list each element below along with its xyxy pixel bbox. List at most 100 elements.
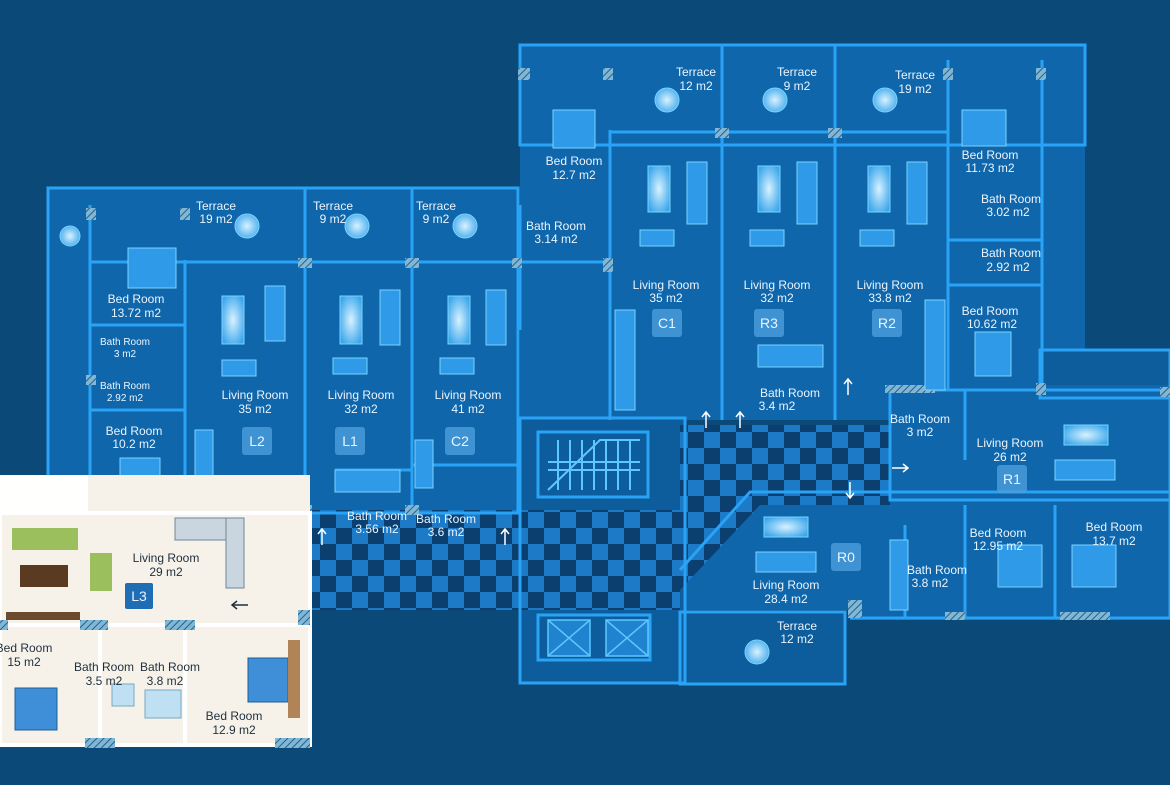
- room-area: 19 m2: [199, 212, 233, 226]
- pillar: [715, 128, 729, 138]
- room-name: Living Room: [753, 578, 820, 592]
- table-chairs-icon: [654, 87, 680, 113]
- room-name: Bed Room: [1086, 520, 1143, 534]
- room-name: Bed Room: [106, 424, 163, 438]
- table-chairs-icon: [872, 87, 898, 113]
- wall-top-right-outline: [518, 43, 1087, 147]
- bed-icon: [997, 544, 1043, 588]
- door-arrow-icon: [230, 600, 248, 610]
- room-area: 9 m2: [320, 212, 347, 226]
- room-name: Living Room: [977, 436, 1044, 450]
- room-name: Bath Room: [907, 563, 967, 577]
- table-icon: [339, 295, 363, 345]
- room-name: Bed Room: [962, 148, 1019, 162]
- table-chairs-icon: [234, 213, 260, 239]
- table-icon: [867, 165, 891, 213]
- room-tag-box: [997, 465, 1027, 493]
- room-name: Bed Room: [962, 304, 1019, 318]
- l3-pillar: [298, 610, 310, 625]
- room-tag-box: [831, 543, 861, 571]
- kitchen-counter: [414, 439, 434, 489]
- wardrobe-icon: [288, 640, 300, 718]
- sofa-icon: [332, 357, 368, 375]
- room-name: Bed Room: [546, 154, 603, 168]
- room-area: 15 m2: [7, 655, 41, 669]
- door-arrow-icon: [845, 482, 855, 500]
- room-area: 35 m2: [238, 402, 272, 416]
- room-name: Bath Room: [416, 512, 476, 526]
- room-tag-box: [445, 427, 475, 455]
- wall-core: [518, 416, 687, 685]
- room-area: 35 m2: [649, 291, 683, 305]
- room-area: 3.8 m2: [912, 576, 949, 590]
- room-area: 10.2 m2: [112, 437, 156, 451]
- room-name: Bath Room: [100, 337, 150, 348]
- sofa-icon: [221, 359, 257, 377]
- room-area: 9 m2: [423, 212, 450, 226]
- sofa-icon: [906, 161, 928, 225]
- room-area: 3.6 m2: [428, 525, 465, 539]
- stair-icon: [547, 439, 640, 491]
- bed-icon: [14, 687, 58, 731]
- pillar: [828, 128, 842, 138]
- room-name: Terrace: [313, 199, 353, 213]
- pillar: [86, 375, 96, 385]
- unit-tag-c2: C2: [451, 433, 469, 449]
- room-name: Bath Room: [981, 192, 1041, 206]
- sofa-icon: [755, 551, 817, 573]
- room-name: Living Room: [744, 278, 811, 292]
- room-name: Terrace: [196, 199, 236, 213]
- table-chairs-icon: [344, 213, 370, 239]
- floor-r1: [890, 385, 1170, 500]
- room-name: Bed Room: [0, 641, 52, 655]
- l3-outline: [0, 511, 312, 747]
- pillar: [405, 258, 419, 268]
- door-arrow-icon: [892, 463, 910, 473]
- room-tag-box: [125, 583, 153, 609]
- door-arrow-icon: [500, 527, 510, 545]
- unit-tags: L2 L1 C2 C1 R3 R2 R1 R0: [242, 309, 1027, 571]
- room-area: 3.5 m2: [86, 674, 123, 688]
- sofa-icon: [90, 553, 112, 591]
- room-area: 12.95 m2: [973, 539, 1023, 553]
- room-name: Living Room: [435, 388, 502, 402]
- room-name: Terrace: [777, 65, 817, 79]
- room-tag-box: [872, 309, 902, 337]
- bed-icon: [247, 657, 289, 703]
- pillar: [180, 208, 190, 220]
- l3-pillar: [85, 738, 115, 748]
- room-area: 12 m2: [679, 79, 713, 93]
- pillar: [1160, 387, 1170, 397]
- unit-tag-r3: R3: [760, 315, 778, 331]
- room-area: 3 m2: [907, 425, 934, 439]
- kitchen-counter: [334, 469, 401, 493]
- room-name: Bath Room: [140, 660, 200, 674]
- wall-stair: [536, 430, 650, 499]
- pillar: [885, 385, 935, 393]
- room-name: Living Room: [222, 388, 289, 402]
- kitchen-counter: [225, 517, 245, 589]
- table-icon: [763, 516, 809, 538]
- room-name: Bed Room: [970, 526, 1027, 540]
- walls: [46, 43, 1170, 686]
- room-name: Bath Room: [347, 509, 407, 523]
- kitchen-counter: [757, 344, 824, 368]
- room-area: 12.7 m2: [552, 168, 596, 182]
- door-arrow-icon: [843, 377, 853, 395]
- room-area: 19 m2: [898, 82, 932, 96]
- bed-icon: [127, 247, 177, 289]
- pillar: [298, 258, 312, 268]
- wall-far-right-terrace: [1038, 348, 1170, 400]
- room-area: 2.92 m2: [986, 260, 1030, 274]
- room-area: 9 m2: [784, 79, 811, 93]
- door-arrow-icon: [701, 410, 711, 428]
- unit-tag-l3: L3: [131, 588, 147, 604]
- kitchen-counter: [614, 309, 636, 411]
- table-chairs-icon: [762, 87, 788, 113]
- room-name: Bath Room: [981, 246, 1041, 260]
- room-area: 29 m2: [149, 565, 183, 579]
- sofa-icon: [639, 229, 675, 247]
- sofa-icon: [796, 161, 818, 225]
- room-name: Bed Room: [108, 292, 165, 306]
